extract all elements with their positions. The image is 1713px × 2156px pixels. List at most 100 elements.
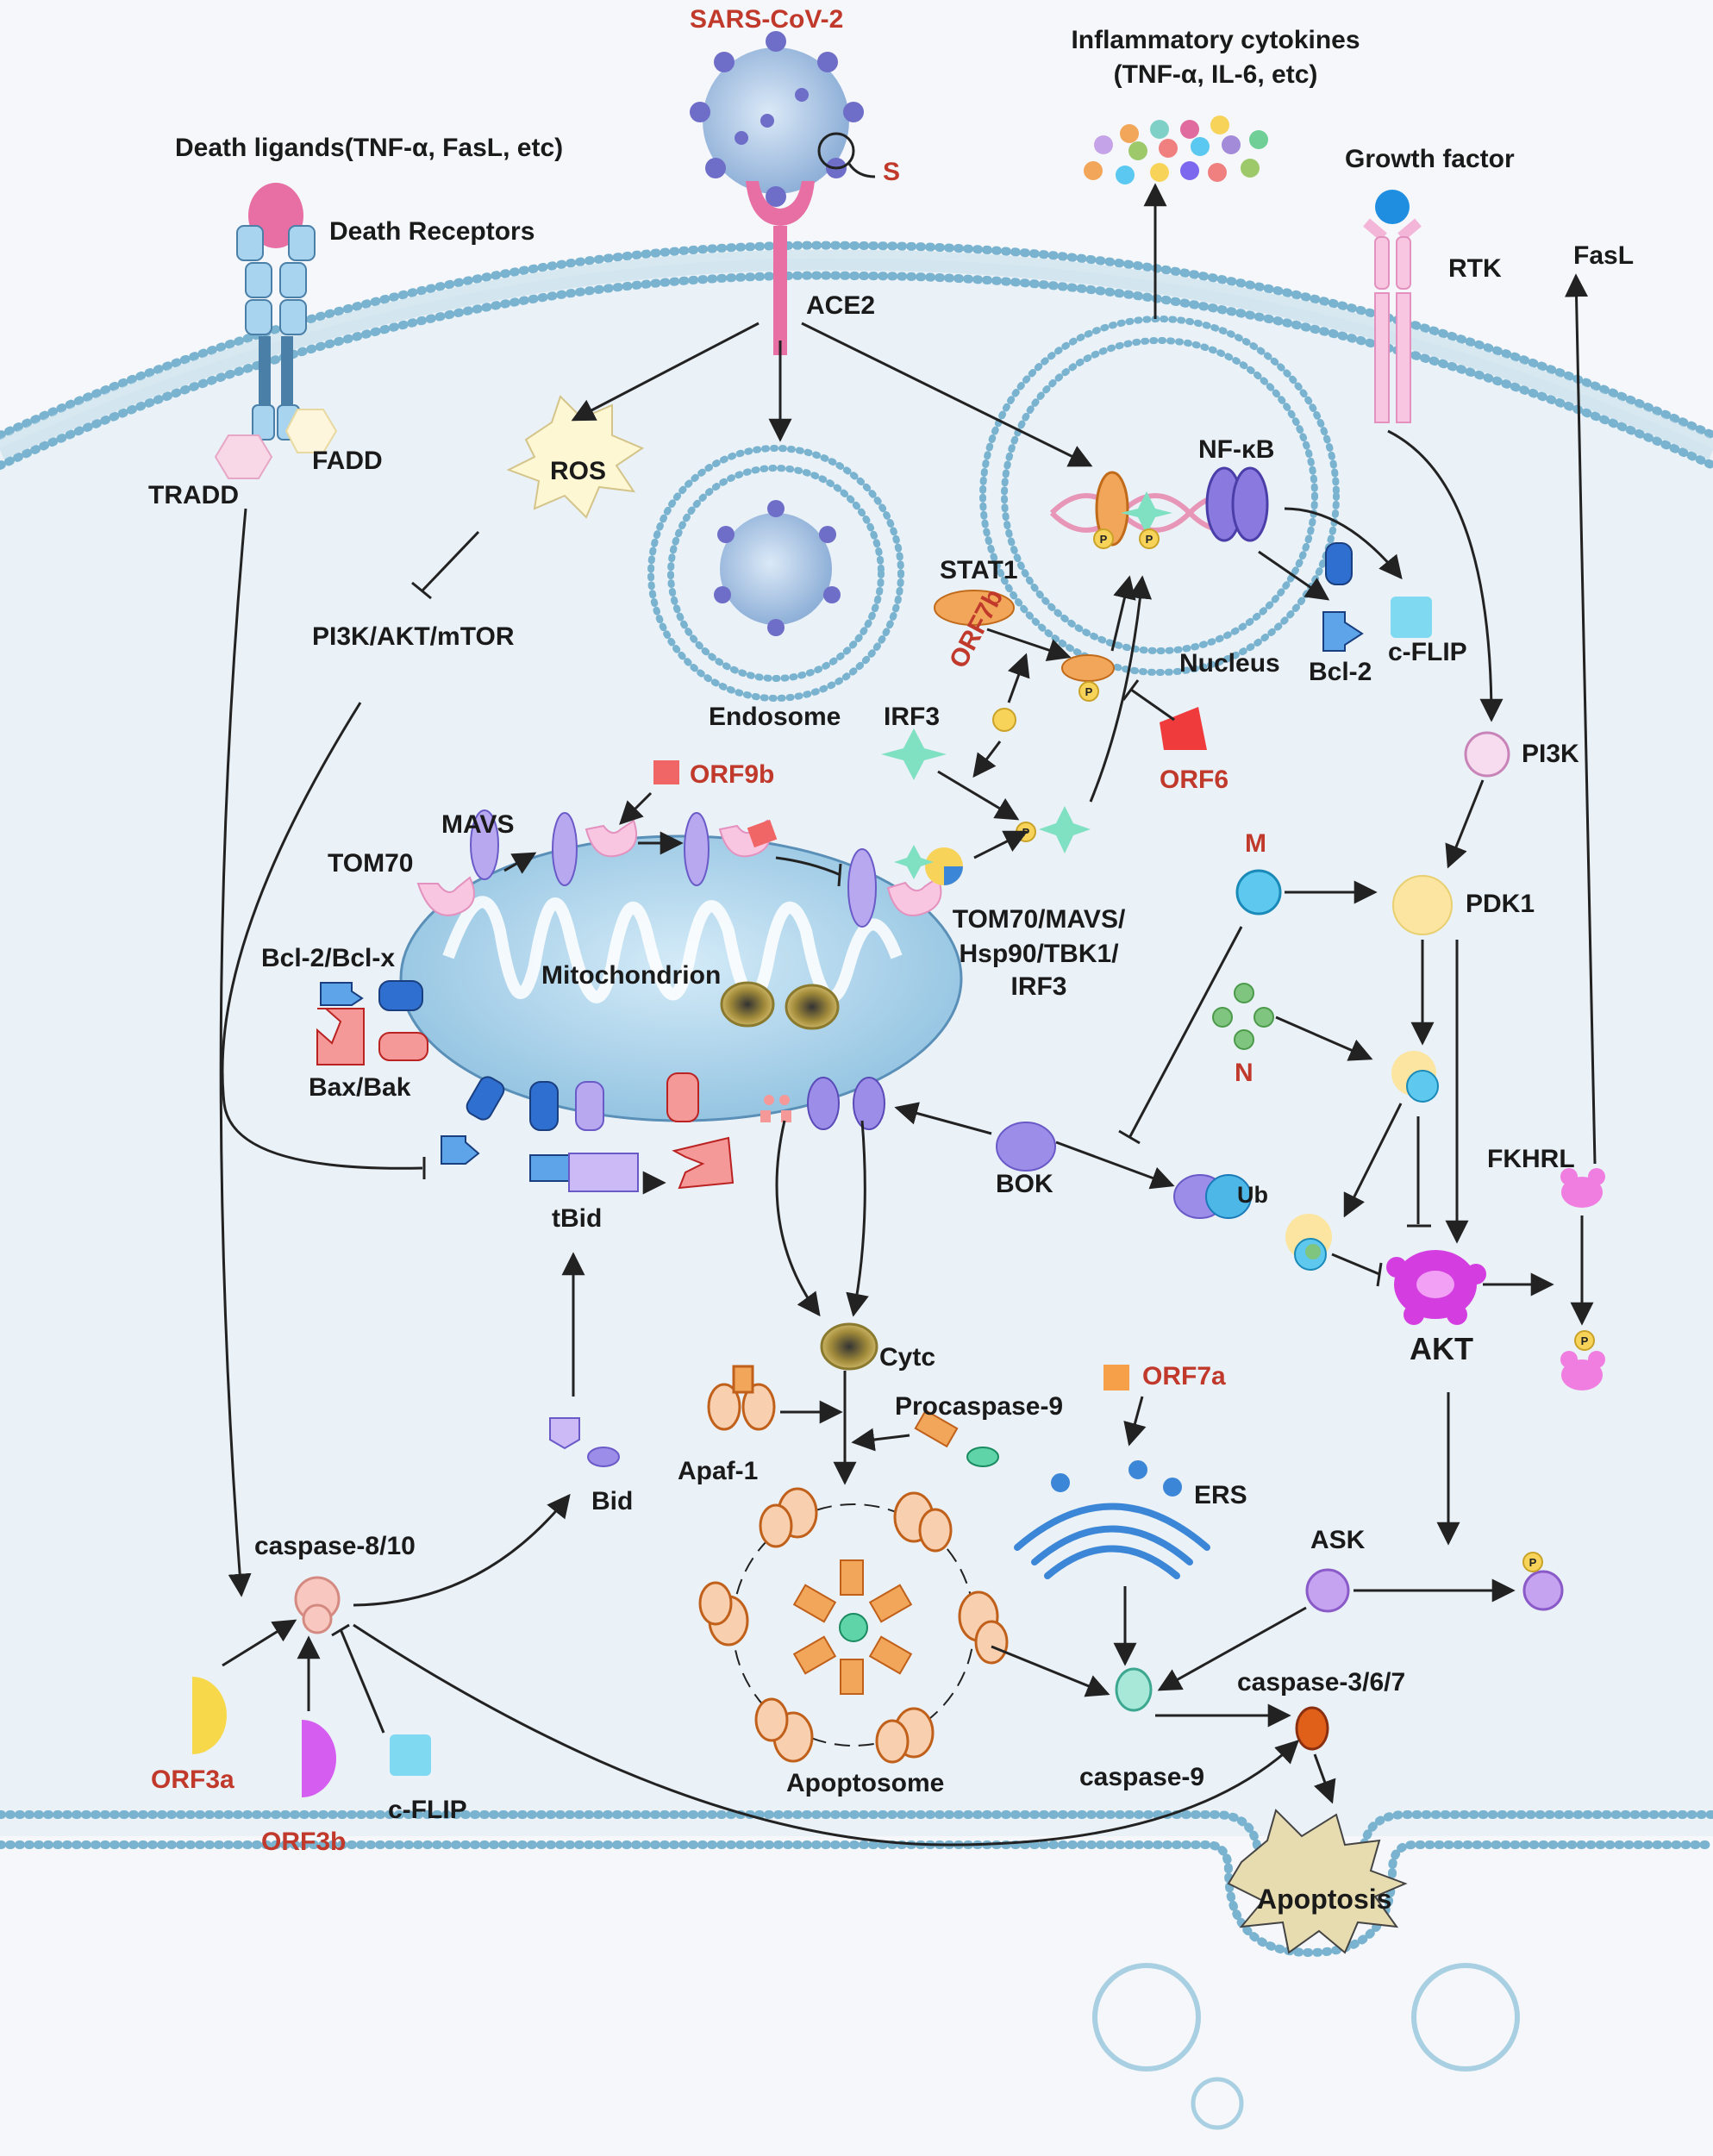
apoptosis-burst — [1227, 1809, 1408, 1954]
pi3k-shape — [1464, 731, 1510, 778]
orf9b-label: ORF9b — [690, 760, 775, 789]
akt-label: AKT — [1410, 1331, 1473, 1366]
phospho-label: P — [1085, 685, 1093, 698]
bid-shape — [549, 1417, 620, 1467]
complex-label-3: IRF3 — [1010, 972, 1067, 1001]
tradd-shape — [214, 434, 273, 479]
tradd-label: TRADD — [148, 481, 239, 509]
fadd-label: FADD — [312, 447, 383, 475]
bid-label: Bid — [591, 1487, 634, 1515]
ub-label: Ub — [1237, 1182, 1268, 1208]
inflammatory-cytokines — [1084, 116, 1268, 184]
procaspase9-label: Procaspase-9 — [895, 1392, 1064, 1421]
endosome — [647, 445, 904, 702]
irf3-phospho-star — [1039, 806, 1091, 853]
irf3-star — [881, 728, 947, 780]
bax-bak-label: Bax/Bak — [309, 1073, 411, 1102]
bcl2-nucleus-shape — [1322, 542, 1364, 652]
tbid-label: tBid — [552, 1204, 603, 1233]
orf3a-shape — [192, 1677, 227, 1754]
fkhrl-label: FKHRL — [1487, 1145, 1575, 1173]
bcl2-nucleus-label: Bcl-2 — [1309, 658, 1372, 686]
mitochondrion — [399, 834, 963, 1130]
fasl-label: FasL — [1573, 241, 1635, 270]
pdk1-label: PDK1 — [1466, 890, 1535, 918]
apoptosome-label: Apoptosome — [786, 1769, 945, 1797]
n-protein-shape — [1212, 983, 1274, 1050]
cytokines-label-1: Inflammatory cytokines — [1071, 26, 1360, 54]
growth-factor-label: Growth factor — [1345, 145, 1515, 173]
phospho-label: P — [1146, 533, 1153, 546]
cflip-shape — [390, 1734, 431, 1776]
plasma-membrane-bottom — [0, 1810, 1713, 2130]
cflip-nucleus-label: c-FLIP — [1388, 638, 1467, 666]
orf7a-shape — [1103, 1365, 1129, 1390]
irf3-label: IRF3 — [884, 703, 941, 731]
apoptosis-label: Apoptosis — [1257, 1884, 1392, 1915]
tom70-mavs-shapes — [416, 809, 963, 928]
caspase9-shape — [1115, 1667, 1153, 1712]
phospho-label: P — [1022, 826, 1030, 839]
death-receptors-label: Death Receptors — [329, 217, 535, 246]
death-ligands-label: Death ligands(TNF-α, FasL, etc) — [175, 134, 564, 162]
fadd-shape — [284, 409, 338, 453]
n-protein-label: N — [1235, 1059, 1253, 1087]
orf7b-shape — [992, 708, 1016, 732]
sars-cov-2-virion — [690, 31, 876, 207]
bcl2-bclx-label: Bcl-2/Bcl-x — [261, 944, 396, 972]
mavs-label: MAVS — [441, 810, 515, 839]
rtk-label: RTK — [1448, 254, 1502, 283]
stat1-label: STAT1 — [940, 556, 1018, 584]
ers-label: ERS — [1194, 1481, 1247, 1509]
plasma-membrane-top — [0, 241, 1713, 470]
cytc-shape — [820, 1322, 878, 1371]
cytokines-label-2: (TNF-α, IL-6, etc) — [1113, 60, 1318, 89]
ask-label: ASK — [1310, 1526, 1366, 1554]
orf3b-shape — [302, 1720, 336, 1797]
m-protein-shape — [1235, 869, 1282, 916]
bcl2-bax-complex — [316, 980, 428, 1066]
spike-label: S — [883, 158, 901, 186]
caspase8-shape — [294, 1576, 341, 1634]
ros-label: ROS — [550, 457, 607, 485]
stat1-phospho-shape — [1061, 654, 1115, 682]
pi3k-akt-mtor-label: PI3K/AKT/mTOR — [312, 622, 515, 651]
phospho-label: P — [1581, 1334, 1589, 1347]
cflip-label: c-FLIP — [388, 1796, 467, 1824]
procaspase9-shape — [914, 1409, 999, 1467]
apaf1-shape — [707, 1365, 776, 1431]
nucleus-label: Nucleus — [1179, 649, 1280, 678]
ask-phospho-shape — [1522, 1570, 1564, 1611]
m-protein-label: M — [1245, 829, 1266, 858]
akt-shape — [1386, 1250, 1486, 1325]
bok-shape — [996, 1122, 1056, 1172]
orf3a-label: ORF3a — [151, 1765, 234, 1794]
bok-label: BOK — [996, 1170, 1053, 1198]
death-receptor-complex — [214, 183, 338, 479]
orf9b-shape — [653, 760, 679, 784]
caspase9-label: caspase-9 — [1079, 1763, 1205, 1791]
rtk-receptor — [1363, 190, 1422, 423]
orf6-label: ORF6 — [1160, 766, 1229, 794]
stat1-shape — [934, 590, 1015, 626]
mitochondrion-label: Mitochondrion — [541, 961, 722, 990]
phospho-label: P — [1100, 533, 1108, 546]
nf-kb-label: NF-κB — [1198, 435, 1275, 464]
complex-label-2: Hsp90/TBK1/ — [959, 940, 1119, 968]
tom70-label: TOM70 — [328, 849, 414, 878]
cflip-nucleus-shape — [1391, 597, 1432, 638]
pi3k-label: PI3K — [1522, 740, 1579, 768]
ace2-receptor — [746, 181, 815, 355]
caspase3-label: caspase-3/6/7 — [1237, 1668, 1406, 1697]
fkhrl-shape — [1560, 1168, 1605, 1390]
apaf1-label: Apaf-1 — [678, 1457, 759, 1485]
nucleus — [979, 316, 1340, 676]
cytc-label: Cytc — [879, 1343, 936, 1372]
apoptosome-shape — [698, 1487, 1009, 1764]
complex-label-1: TOM70/MAVS/ — [952, 905, 1126, 934]
phospho-label: P — [1529, 1556, 1537, 1569]
arrows — [219, 183, 1597, 1847]
orf3b-label: ORF3b — [261, 1828, 347, 1856]
ers-shape — [1014, 1460, 1210, 1579]
sars-cov-2-label: SARS-CoV-2 — [690, 5, 844, 34]
